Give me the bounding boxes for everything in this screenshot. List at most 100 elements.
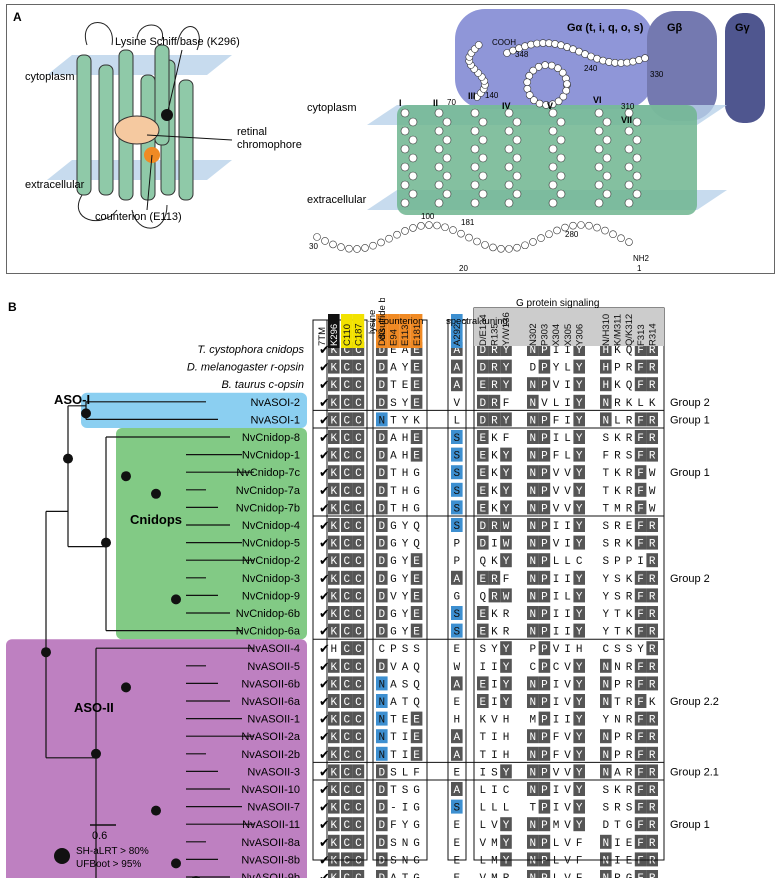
residue-cell-bg bbox=[527, 570, 539, 585]
residue-letter: K bbox=[330, 415, 337, 427]
residue-cell-bg bbox=[573, 430, 585, 444]
residue-letter: F bbox=[413, 767, 420, 779]
residue-letter: C bbox=[343, 838, 350, 850]
residue-cell-bg bbox=[573, 694, 585, 708]
residue-cell-bg bbox=[451, 359, 463, 374]
residue-bead bbox=[504, 126, 514, 136]
residue-letter: S bbox=[453, 451, 460, 463]
residue-letter: C bbox=[343, 662, 350, 674]
residue-letter: D bbox=[378, 873, 385, 878]
residue-letter: R bbox=[503, 609, 510, 621]
residue-letter: V bbox=[491, 715, 498, 727]
column-header-label: X305 bbox=[563, 324, 574, 346]
residue-letter: Q bbox=[479, 591, 486, 603]
residue-bead bbox=[562, 86, 571, 95]
residue-cell-bg bbox=[634, 359, 647, 374]
residue-bead bbox=[512, 135, 522, 145]
residue-number: 30 bbox=[309, 242, 318, 251]
residue-cell-bg bbox=[538, 658, 551, 673]
support-node bbox=[63, 453, 73, 464]
residue-bead bbox=[449, 226, 457, 234]
residue-letter: P bbox=[541, 679, 548, 691]
residue-cell-bg bbox=[451, 447, 463, 462]
taxon-name: NvASOII-2b bbox=[241, 749, 300, 761]
residue-cell-bg bbox=[634, 694, 647, 708]
residue-letter: D bbox=[378, 785, 385, 797]
residue-letter: H bbox=[602, 363, 609, 375]
residue-letter: N bbox=[602, 767, 609, 779]
residue-cell-bg bbox=[477, 606, 489, 620]
residue-letter: E bbox=[413, 398, 420, 410]
residue-letter: I bbox=[553, 609, 560, 621]
residue-number: 181 bbox=[461, 218, 475, 227]
residue-letter: H bbox=[402, 451, 409, 463]
residue-letter: V bbox=[390, 662, 397, 674]
residue-cell-bg bbox=[352, 870, 365, 878]
helix-label: VII bbox=[621, 115, 632, 125]
helix-labels: I II III IV V VI VII bbox=[399, 91, 632, 125]
residue-letter: R bbox=[614, 398, 621, 410]
residue-letter: I bbox=[553, 574, 560, 586]
residue-cell-bg bbox=[477, 430, 489, 444]
residue-cell-bg bbox=[500, 447, 512, 462]
residue-letter: K bbox=[330, 380, 337, 392]
residue-cell-bg bbox=[451, 676, 463, 691]
residue-cell-bg bbox=[538, 641, 551, 656]
residue-cell-bg bbox=[410, 377, 423, 392]
residue-letter: A bbox=[453, 732, 460, 744]
residue-letter: Y bbox=[576, 732, 583, 744]
residue-letter: S bbox=[602, 556, 609, 568]
residue-letter: L bbox=[553, 398, 560, 410]
residue-cell-bg bbox=[573, 535, 585, 550]
residue-letter: Y bbox=[602, 574, 609, 586]
residue-letter: Y bbox=[503, 679, 510, 691]
residue-letter: S bbox=[390, 855, 397, 867]
residue-cell-bg bbox=[488, 377, 501, 392]
residue-letter: P bbox=[453, 539, 460, 551]
residue-letter: E bbox=[413, 715, 420, 727]
residue-letter: Q bbox=[413, 697, 420, 709]
residue-cell-bg bbox=[500, 676, 512, 691]
residue-letter: R bbox=[649, 785, 656, 797]
residue-letter: I bbox=[491, 732, 498, 744]
residue-letter: R bbox=[614, 451, 621, 463]
residue-letter: D bbox=[378, 486, 385, 498]
residue-bead bbox=[361, 244, 369, 252]
residue-bead bbox=[641, 54, 649, 62]
residue-cell-bg bbox=[477, 500, 489, 515]
residue-letter: K bbox=[413, 415, 420, 427]
residue-letter: I bbox=[553, 627, 560, 639]
residue-cell-bg bbox=[527, 500, 539, 515]
residue-letter: S bbox=[614, 591, 621, 603]
residue-letter: C bbox=[343, 803, 350, 815]
residue-letter: M bbox=[491, 855, 498, 867]
residue-cell-bg bbox=[341, 676, 353, 691]
residue-cell-bg bbox=[646, 764, 658, 779]
residue-letter: P bbox=[541, 855, 548, 867]
residue-number: 240 bbox=[584, 64, 598, 73]
residue-letter: Y bbox=[576, 609, 583, 621]
residue-letter: Y bbox=[503, 380, 510, 392]
residue-cell-bg bbox=[376, 852, 388, 867]
label-g-gamma: Gγ bbox=[735, 22, 751, 34]
residue-bead bbox=[602, 189, 612, 199]
residue-cell-bg bbox=[477, 570, 489, 585]
residue-cell-bg bbox=[328, 482, 340, 497]
helix-bundle bbox=[397, 105, 697, 215]
residue-letter: K bbox=[491, 468, 498, 480]
residue-letter: I bbox=[564, 609, 571, 621]
residue-cell-bg bbox=[352, 447, 365, 462]
residue-letter: D bbox=[378, 556, 385, 568]
residue-letter: G bbox=[390, 609, 397, 621]
tm-checkmark: ✔ bbox=[319, 553, 330, 568]
residue-cell-bg bbox=[328, 764, 340, 779]
residue-letter: S bbox=[390, 838, 397, 850]
residue-letter: Y bbox=[576, 820, 583, 832]
residue-letter: C bbox=[355, 855, 362, 867]
residue-bead bbox=[624, 162, 634, 172]
residue-letter: I bbox=[402, 732, 409, 744]
